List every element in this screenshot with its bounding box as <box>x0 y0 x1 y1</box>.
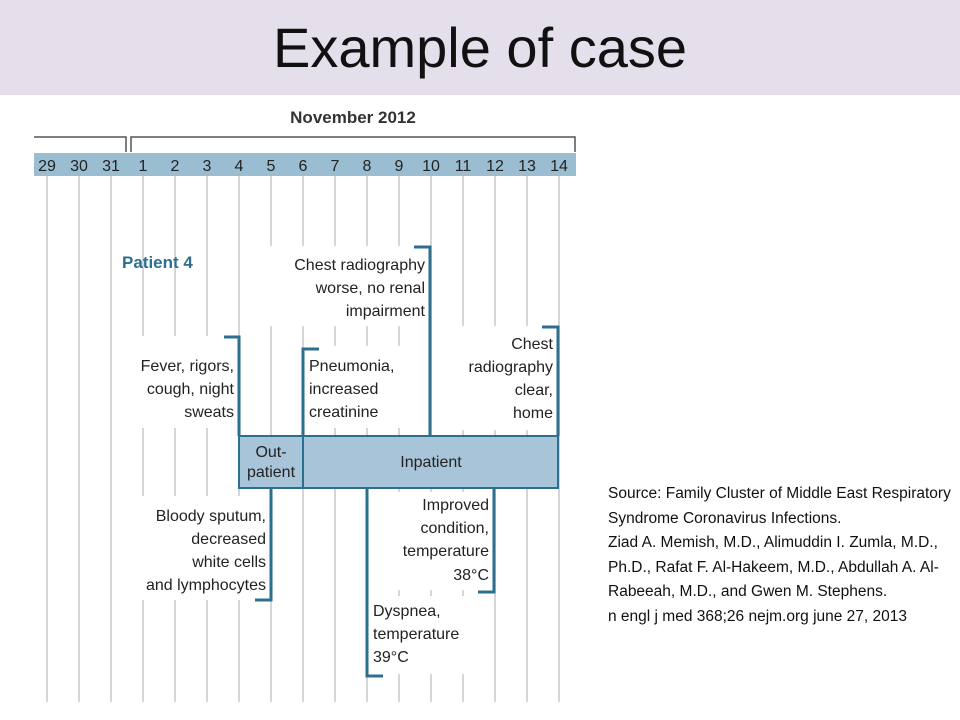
event-improved-bg <box>382 492 494 590</box>
day-label: 9 <box>395 158 404 175</box>
event-fever-bg <box>118 336 238 428</box>
event-improved-line1: Improved <box>422 497 489 514</box>
event-improved-line2: condition, <box>421 520 490 537</box>
event-chest-clear-line3: clear, <box>515 382 553 399</box>
event-chest-clear-bracket <box>542 325 560 436</box>
event-fever-bracket <box>224 335 241 436</box>
event-fever-line2: cough, night <box>147 381 235 398</box>
inpatient-bar <box>302 435 559 489</box>
day-label: 3 <box>203 158 212 175</box>
event-chest-worse-bracket <box>414 245 432 436</box>
event-chest-worse-line2: worse, no renal <box>315 280 425 297</box>
event-dyspnea-bg <box>370 596 482 674</box>
day-header-band <box>34 153 576 176</box>
source-citation: Source: Family Cluster of Middle East Re… <box>608 482 953 629</box>
event-improved-bracket <box>478 488 496 594</box>
day-label: 13 <box>518 158 536 175</box>
event-pneumonia-bg <box>305 346 415 428</box>
event-pneumonia-line1: Pneumonia, <box>309 358 394 375</box>
event-chest-clear-line2: radiography <box>469 359 554 376</box>
event-chest-worse-line1: Chest radiography <box>294 257 425 274</box>
day-label: 8 <box>363 158 372 175</box>
day-label: 5 <box>267 158 276 175</box>
day-label: 30 <box>70 158 88 175</box>
event-chest-worse: Chest radiography worse, no renal impair… <box>268 245 432 436</box>
patient-label: Patient 4 <box>122 253 193 272</box>
event-bloody-sputum-line1: Bloody sputum, <box>156 508 266 525</box>
outpatient-label-line1: Out- <box>255 444 286 461</box>
event-bloody-sputum-bracket <box>255 488 273 602</box>
event-chest-clear-bg <box>448 326 558 430</box>
month-label: November 2012 <box>290 108 416 127</box>
event-pneumonia: Pneumonia, increased creatinine <box>301 346 415 436</box>
event-dyspnea: Dyspnea, temperature 39°C <box>365 488 482 678</box>
event-chest-clear-line4: home <box>513 405 553 422</box>
day-label: 6 <box>299 158 308 175</box>
title-bar <box>0 0 960 95</box>
event-chest-worse-bg <box>268 246 430 326</box>
day-label: 2 <box>171 158 180 175</box>
event-pneumonia-bracket <box>301 347 319 436</box>
outpatient-label-line2: patient <box>247 464 296 481</box>
inpatient-label: Inpatient <box>400 454 462 471</box>
day-label: 31 <box>102 158 120 175</box>
event-bloody-sputum: Bloody sputum, decreased white cells and… <box>118 488 273 602</box>
event-bloody-sputum-line2: decreased <box>191 531 266 548</box>
event-improved-line3: temperature <box>403 543 489 560</box>
day-label: 1 <box>139 158 148 175</box>
event-bloody-sputum-line3: white cells <box>191 554 266 571</box>
source-journal: n engl j med 368;26 nejm.org june 27, 20… <box>608 607 908 625</box>
event-dyspnea-bracket <box>365 488 383 678</box>
day-label: 11 <box>455 158 472 175</box>
slide-title: Example of case <box>273 16 687 79</box>
outpatient-bar <box>238 435 304 489</box>
event-improved-line4: 38°C <box>453 567 489 584</box>
day-label: 14 <box>550 158 568 175</box>
event-pneumonia-line2: increased <box>309 381 378 398</box>
event-fever-line3: sweats <box>184 404 234 421</box>
source-title: Source: Family Cluster of Middle East Re… <box>608 485 951 527</box>
day-label: 10 <box>422 158 440 175</box>
event-dyspnea-line1: Dyspnea, <box>373 603 441 620</box>
event-chest-worse-line3: impairment <box>346 303 426 320</box>
event-fever-line1: Fever, rigors, <box>141 358 234 375</box>
day-label: 29 <box>38 158 56 175</box>
event-dyspnea-line2: temperature <box>373 626 459 643</box>
day-label: 12 <box>486 158 504 175</box>
day-label: 7 <box>331 158 340 175</box>
day-label: 4 <box>235 158 244 175</box>
november-bracket <box>130 136 576 152</box>
event-bloody-sputum-bg <box>118 496 270 600</box>
october-bracket <box>34 136 127 152</box>
event-pneumonia-line3: creatinine <box>309 404 378 421</box>
event-chest-clear-line1: Chest <box>511 336 553 353</box>
event-dyspnea-line3: 39°C <box>373 649 409 666</box>
event-improved: Improved condition, temperature 38°C <box>382 488 496 594</box>
event-chest-clear: Chest radiography clear, home <box>448 325 560 436</box>
event-fever: Fever, rigors, cough, night sweats <box>118 335 241 436</box>
source-authors: Ziad A. Memish, M.D., Alimuddin I. Zumla… <box>608 534 939 600</box>
event-bloody-sputum-line4: and lymphocytes <box>146 577 266 594</box>
